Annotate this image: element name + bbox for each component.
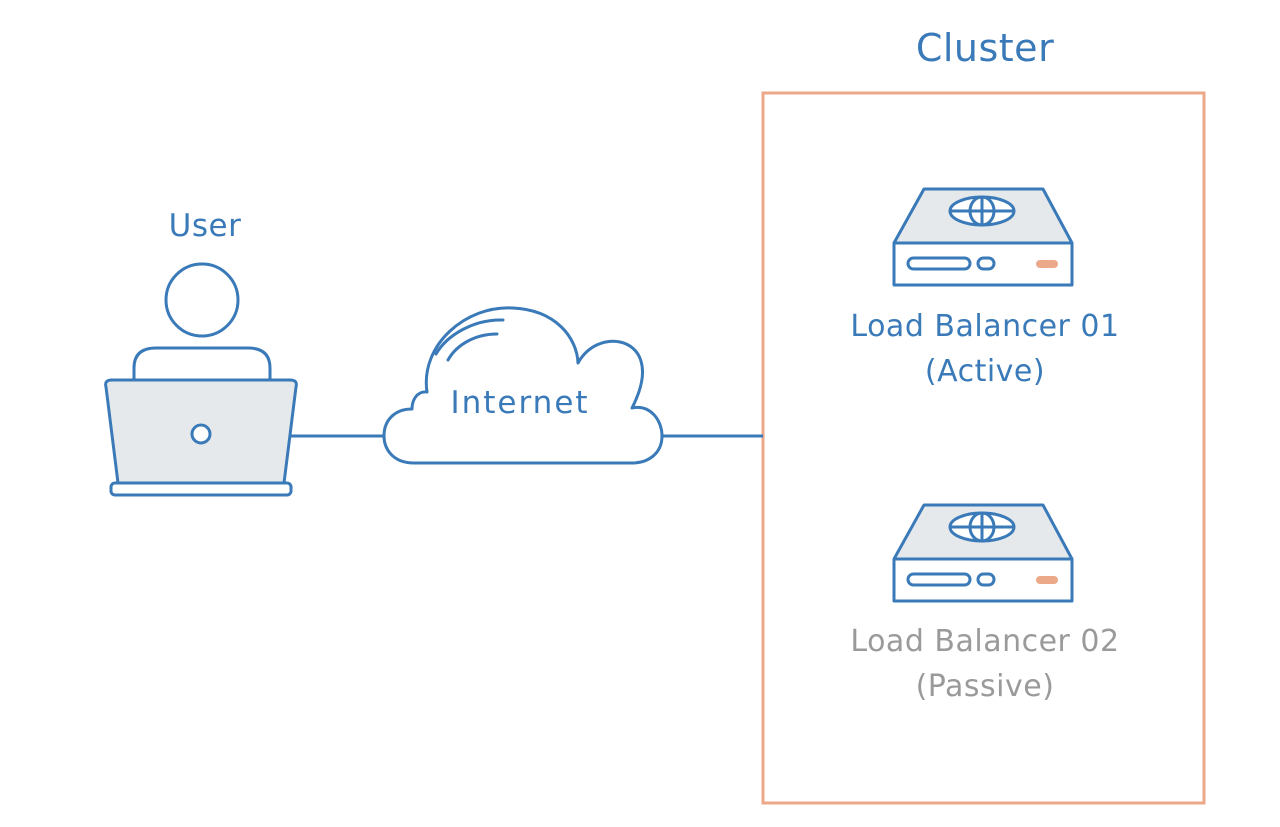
lb1-slot [906,256,972,271]
lb2-button [976,572,996,587]
user-label: User [168,208,242,244]
cloud-outline [382,306,664,465]
user-shoulders [132,346,272,380]
internet-label: Internet [450,385,590,421]
load-balancer-02-state: (Passive) [915,669,1055,704]
lb1-status-light [1036,260,1058,268]
cluster-box [761,91,1206,805]
load-balancer-02-name: Load Balancer 02 [850,624,1120,659]
cloud-icon [382,306,664,465]
lb2-status-light [1036,576,1058,584]
load-balancer-01-state: (Active) [924,354,1046,389]
cluster-title: Cluster [915,26,1055,70]
cloud-highlight-inner [446,332,499,362]
load-balancer-01-name: Load Balancer 01 [850,309,1120,344]
load-balancer-01-icon [892,187,1074,287]
lb2-slot [906,572,972,587]
cloud-highlight-outer [434,318,505,356]
laptop-user-icon [104,262,298,497]
load-balancer-02-icon [892,503,1074,603]
user-head [164,262,240,338]
laptop-camera [190,423,212,445]
lb1-button [976,256,996,271]
laptop-base [109,481,293,497]
